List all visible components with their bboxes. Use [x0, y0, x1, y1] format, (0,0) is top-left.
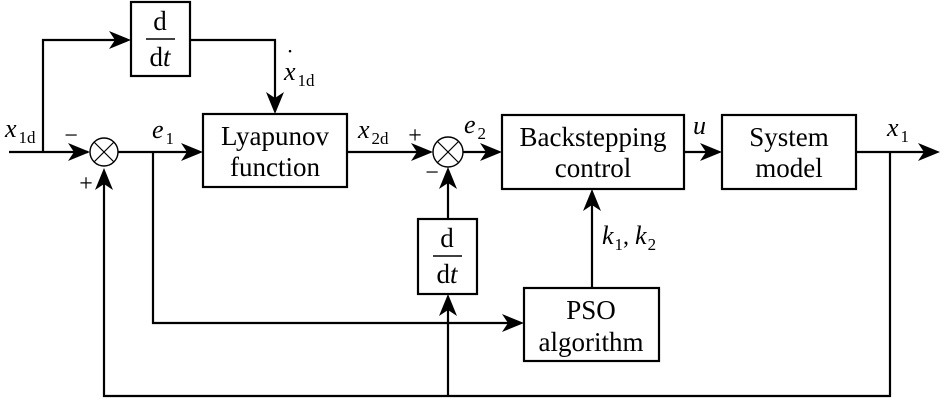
lyapunov-label-line2: function: [230, 152, 320, 182]
arrowhead-sum2-bottom: [439, 167, 457, 189]
pso-label-line2: algorithm: [539, 327, 644, 357]
arrowhead-sum2-left: [411, 143, 433, 161]
derivative-top-denominator: dt: [149, 42, 172, 72]
arrowhead-system-left: [700, 143, 722, 161]
derivative-dot: ˙: [286, 46, 294, 72]
summing-junction-2: [432, 136, 464, 168]
arrowhead-pso-left: [502, 314, 524, 332]
signal-label-u: u: [693, 111, 706, 140]
arrowhead-backstepping-left: [480, 143, 502, 161]
pso-label-line1: PSO: [566, 295, 616, 325]
feedback-line: [102, 152, 892, 398]
sum2-top-sign: +: [408, 123, 422, 149]
system-model-label-line2: model: [755, 153, 823, 183]
arrowhead-bottom-derivative: [439, 294, 457, 316]
arrowhead-output: [918, 143, 940, 161]
backstepping-label-line1: Backstepping: [520, 122, 667, 152]
lyapunov-label-line1: Lyapunov: [221, 121, 329, 151]
sum2-bottom-sign: −: [425, 160, 439, 186]
backstepping-label-line2: control: [555, 153, 631, 183]
e1-to-pso-line: [151, 152, 514, 325]
arrowhead-sum1-bottom: [95, 168, 113, 190]
derivative-block-bottom: d dt: [416, 217, 479, 296]
signal-label-gains: k1,k2: [602, 221, 656, 254]
pso-algorithm-block: PSO algorithm: [522, 286, 661, 363]
derivative-bottom-numerator: d: [440, 223, 454, 253]
system-model-label-line1: System: [749, 122, 829, 152]
derivative-block-top: d dt: [129, 0, 192, 78]
arrowhead-top-derivative: [109, 31, 131, 49]
summing-junction-1: [89, 137, 119, 167]
arrowhead-lyapunov-top: [266, 92, 284, 114]
derivative-bottom-denominator: dt: [436, 259, 459, 289]
sum1-top-sign: −: [64, 123, 78, 149]
arrowhead-lyapunov-left: [181, 143, 203, 161]
derivative-top-numerator: d: [153, 6, 167, 36]
arrowhead-sum1-left: [68, 143, 90, 161]
svg-text:x1d: x1d: [283, 57, 315, 90]
lyapunov-function-block: Lyapunov function: [201, 112, 349, 189]
derivative-to-lyapunov-line: [190, 38, 277, 104]
feedforward-branch-line: [41, 38, 120, 152]
backstepping-control-block: Backstepping control: [500, 113, 686, 191]
sum1-bottom-sign: +: [79, 171, 93, 197]
system-model-block: System model: [720, 113, 858, 191]
arrowhead-backstepping-bottom: [583, 189, 601, 211]
